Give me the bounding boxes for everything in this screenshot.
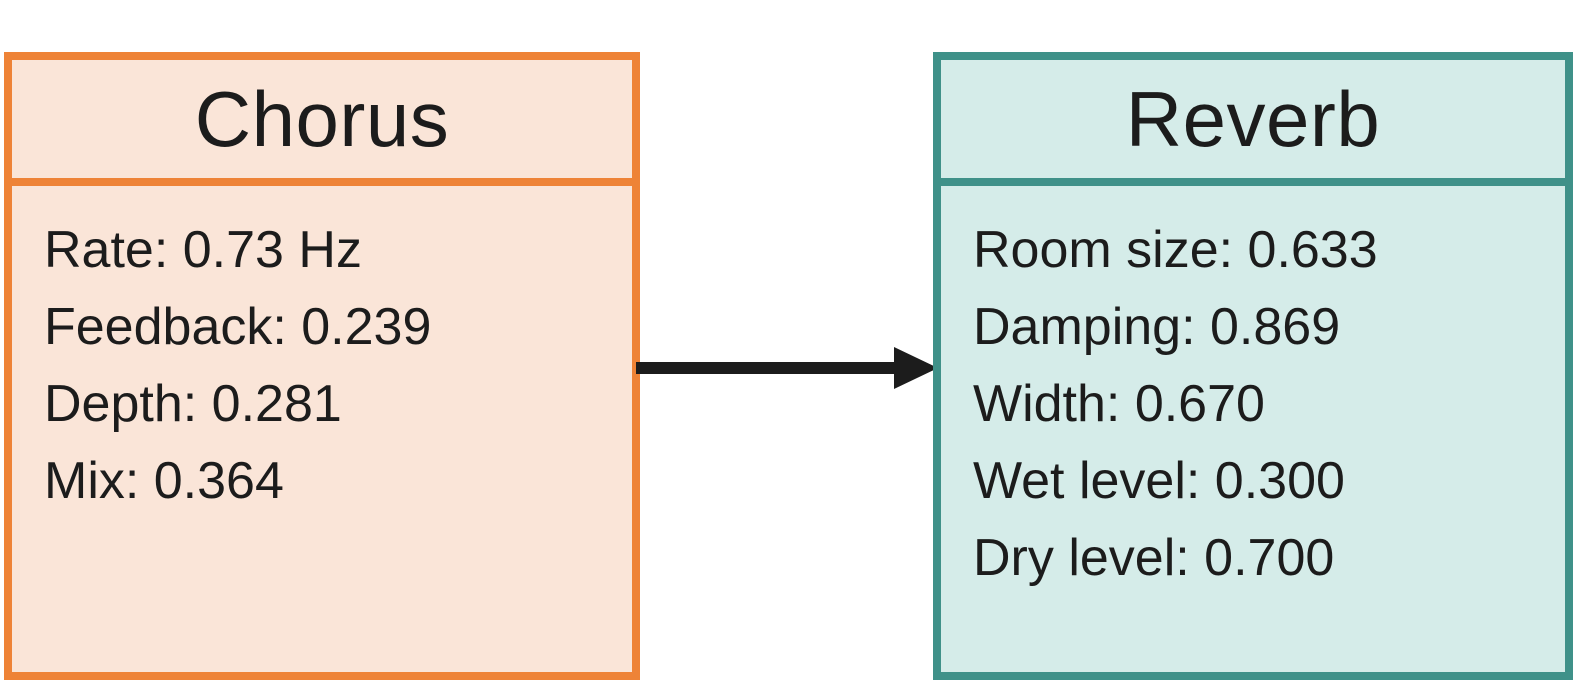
chorus-param-feedback: Feedback: 0.239	[44, 298, 432, 356]
chorus-param-mix: Mix: 0.364	[44, 452, 284, 510]
reverb-param-list: Room size: 0.633 Damping: 0.869 Width: 0…	[941, 186, 1565, 597]
chorus-to-reverb-arrow	[636, 347, 938, 389]
chorus-param-depth: Depth: 0.281	[44, 375, 342, 433]
reverb-param-damping: Damping: 0.869	[973, 298, 1341, 356]
chorus-param-list: Rate: 0.73 Hz Feedback: 0.239 Depth: 0.2…	[12, 186, 632, 520]
chorus-node: Chorus Rate: 0.73 Hz Feedback: 0.239 Dep…	[4, 52, 640, 680]
reverb-node: Reverb Room size: 0.633 Damping: 0.869 W…	[933, 52, 1573, 680]
reverb-param-wet-level: Wet level: 0.300	[973, 452, 1345, 510]
arrow-head	[894, 347, 938, 389]
chorus-param-rate: Rate: 0.73 Hz	[44, 221, 362, 279]
reverb-param-room-size: Room size: 0.633	[973, 221, 1378, 279]
reverb-param-dry-level: Dry level: 0.700	[973, 529, 1335, 587]
chorus-title: Chorus	[12, 60, 632, 186]
reverb-param-width: Width: 0.670	[973, 375, 1265, 433]
reverb-title: Reverb	[941, 60, 1565, 186]
